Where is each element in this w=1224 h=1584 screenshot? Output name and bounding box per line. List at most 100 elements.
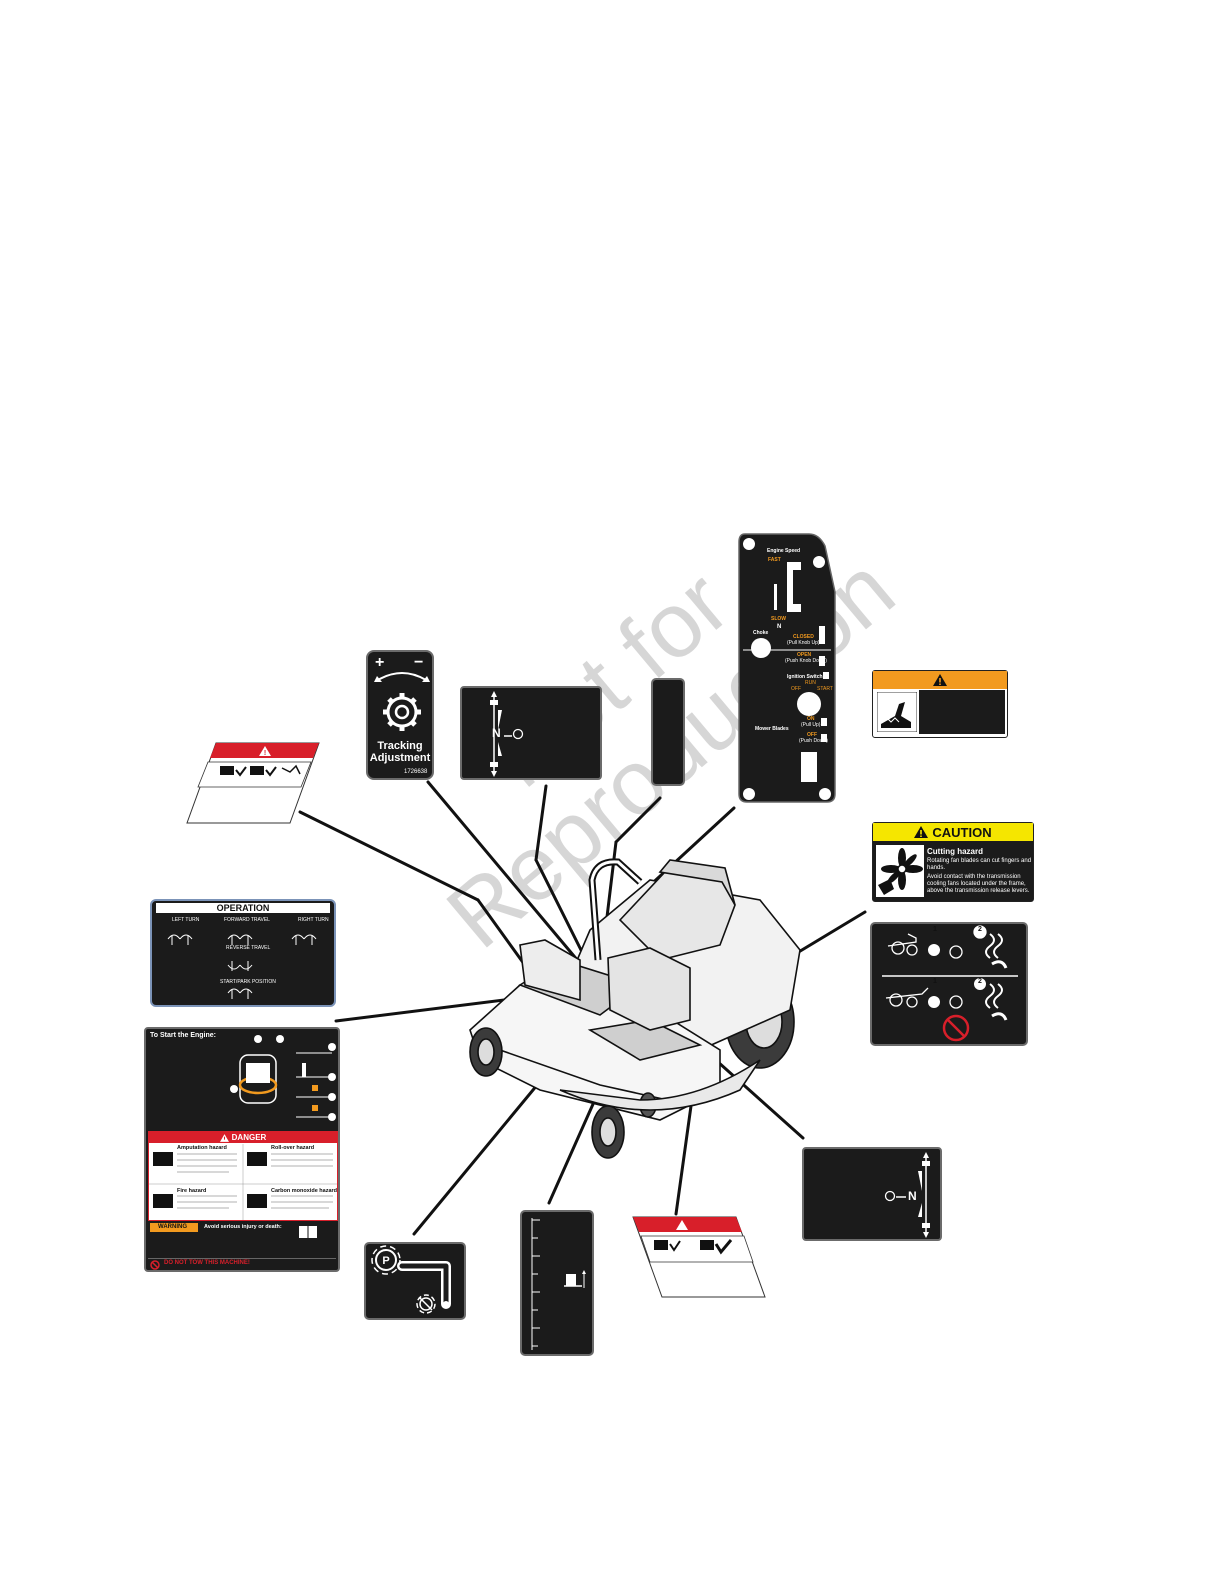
warning-badge: [150, 1223, 198, 1232]
svg-text:!: !: [264, 750, 266, 757]
warning-decal-upper-right: [872, 670, 1008, 738]
warning-decal-graphic: !: [186, 742, 320, 824]
cutting-height-decal: [520, 1210, 594, 1356]
tracking-title-line1: Tracking: [377, 740, 423, 752]
reverse-travel-label: REVERSE TRAVEL: [226, 945, 271, 951]
danger-panel: DANGER Amputation hazard Roll-over hazar…: [148, 1131, 338, 1221]
danger-header-text: DANGER: [231, 1133, 267, 1142]
svg-text:P: P: [382, 1255, 389, 1267]
open-sub-label: (Push Knob Down): [785, 658, 827, 664]
neutral-label-left: N: [492, 726, 501, 740]
warning-strip: WARNING Avoid serious injury or death:: [148, 1221, 336, 1257]
leader-line-warning-left: [298, 810, 480, 902]
cutting-height-scale: [531, 1218, 586, 1350]
ignition-switch-label: Ignition Switch: [787, 674, 823, 680]
forward-travel-label: FORWARD TRAVEL: [224, 917, 270, 923]
rollover-hazard-label: Roll-over hazard: [271, 1145, 315, 1151]
danger-pictograms: [149, 1144, 337, 1220]
choke-label: Choke: [753, 630, 769, 636]
warning-decal-bottom: [632, 1216, 766, 1298]
leader-line-neutral-left: [534, 784, 548, 862]
caution-line5: above the transmission release levers.: [927, 888, 1030, 894]
start-engine-danger-decal: To Start the Engine: DANGER Amputation h…: [144, 1027, 340, 1272]
operation-decal: OPERATION LEFT TURN FORWARD TRAVEL RIGHT…: [150, 899, 336, 1007]
right-turn-label: RIGHT TURN: [298, 917, 329, 923]
operation-title-bar: [156, 903, 330, 913]
tracking-minus-label: −: [414, 654, 424, 671]
start-park-label: START/PARK POSITION: [220, 979, 276, 985]
caution-title: Cutting hazard: [927, 847, 983, 856]
transmission-release-decal: 1 2 1 2: [870, 922, 1028, 1046]
tracking-plus-label: +: [375, 654, 385, 671]
fan-blade-icon: [876, 845, 924, 897]
mower-blades-label: Mower Blades: [755, 726, 789, 732]
warning-triangle-icon: [933, 674, 947, 686]
caution-decal: CAUTION Cutting hazard Rotating fan blad…: [872, 822, 1034, 902]
caution-line3: Avoid contact with the transmission: [927, 874, 1021, 880]
mower-body: [469, 858, 801, 1159]
release-instructions-graphic: [882, 925, 1018, 1042]
fire-hazard-label: Fire hazard: [177, 1188, 207, 1194]
start-label: START: [817, 686, 833, 692]
warning-body-dark: [919, 690, 1005, 734]
leader-line-tracking: [426, 780, 586, 970]
fast-label: FAST: [768, 557, 781, 563]
dash-control-panel: N Engine Speed FAST SLOW Choke CLOSED (P…: [737, 532, 837, 804]
leader-line-neutral-left-b: [534, 858, 584, 954]
svg-text:N: N: [777, 624, 781, 630]
lever-motion-icons: [167, 934, 317, 999]
caution-line1: Rotating fan blades can cut fingers and: [927, 858, 1032, 864]
tow-step-2-top: 2: [978, 926, 982, 933]
blades-on-sub-label: (Pull Up): [801, 722, 821, 728]
tracking-gear-icon: [374, 672, 430, 731]
caution-header-text: CAUTION: [932, 824, 992, 840]
amputation-hazard-label: Amputation hazard: [177, 1145, 227, 1151]
neutral-label-right: N: [908, 1189, 917, 1203]
neutral-arrow-icon: [490, 691, 524, 777]
caution-line2: hands.: [927, 865, 946, 871]
parking-brake-graphic: P: [371, 1245, 451, 1314]
caution-triangle-icon: [914, 826, 929, 838]
warning-header: [873, 671, 1007, 689]
blades-off-sub-label: (Push Down): [799, 738, 828, 744]
warning-decal-upper-left: !: [186, 742, 320, 824]
tracking-part-number: 1726638: [404, 769, 428, 775]
no-tow-prohibition-icon: [150, 1260, 160, 1270]
parking-brake-decal: P: [364, 1242, 466, 1320]
closed-label: CLOSED: [793, 634, 814, 640]
neutral-decal-left: N: [460, 686, 602, 780]
carbon-monoxide-label: Carbon monoxide hazard: [271, 1188, 338, 1194]
dash-panel-graphic: N: [738, 533, 836, 803]
warning-badge-text: WARNING: [158, 1224, 187, 1230]
warning-decal-bottom-graphic: [632, 1216, 766, 1298]
start-steps-graphic: [230, 1035, 336, 1121]
tow-step-2-bottom: 2: [978, 978, 982, 985]
tow-step-1-bottom: 1: [933, 978, 937, 985]
danger-triangle-icon: [219, 1133, 229, 1142]
slow-label: SLOW: [771, 616, 786, 622]
manual-book-icon: [299, 1226, 317, 1238]
no-tow-strip: DO NOT TOW THIS MACHINE!: [148, 1258, 336, 1270]
caution-line4: cooling fans located under the frame,: [927, 881, 1026, 887]
start-engine-title: To Start the Engine:: [150, 1032, 216, 1039]
tow-step-1-top: 1: [933, 926, 937, 933]
leader-line-blank-small: [614, 796, 662, 844]
danger-header: DANGER: [149, 1132, 337, 1143]
ignition-off-label: OFF: [791, 686, 801, 692]
open-label: OPEN: [797, 652, 812, 658]
hand-entanglement-icon: [877, 692, 917, 732]
no-tow-text: DO NOT TOW THIS MACHINE!: [164, 1260, 250, 1266]
avoid-injury-label: Avoid serious injury or death:: [204, 1224, 282, 1230]
left-turn-label: LEFT TURN: [172, 917, 200, 923]
tracking-adjustment-decal: + − Tracking Adjustment 1726638: [366, 650, 434, 780]
engine-speed-label: Engine Speed: [767, 548, 801, 554]
blades-on-label: ON: [807, 716, 815, 722]
neutral-arrow-icon-right: [884, 1152, 930, 1238]
neutral-decal-right: N: [802, 1147, 942, 1241]
closed-sub-label: (Pull Knob Up): [787, 640, 820, 646]
run-label: RUN: [805, 680, 816, 686]
tracking-title-line2: Adjustment: [369, 752, 431, 764]
operation-title: OPERATION: [216, 903, 270, 913]
blades-off-label: OFF: [807, 732, 817, 738]
